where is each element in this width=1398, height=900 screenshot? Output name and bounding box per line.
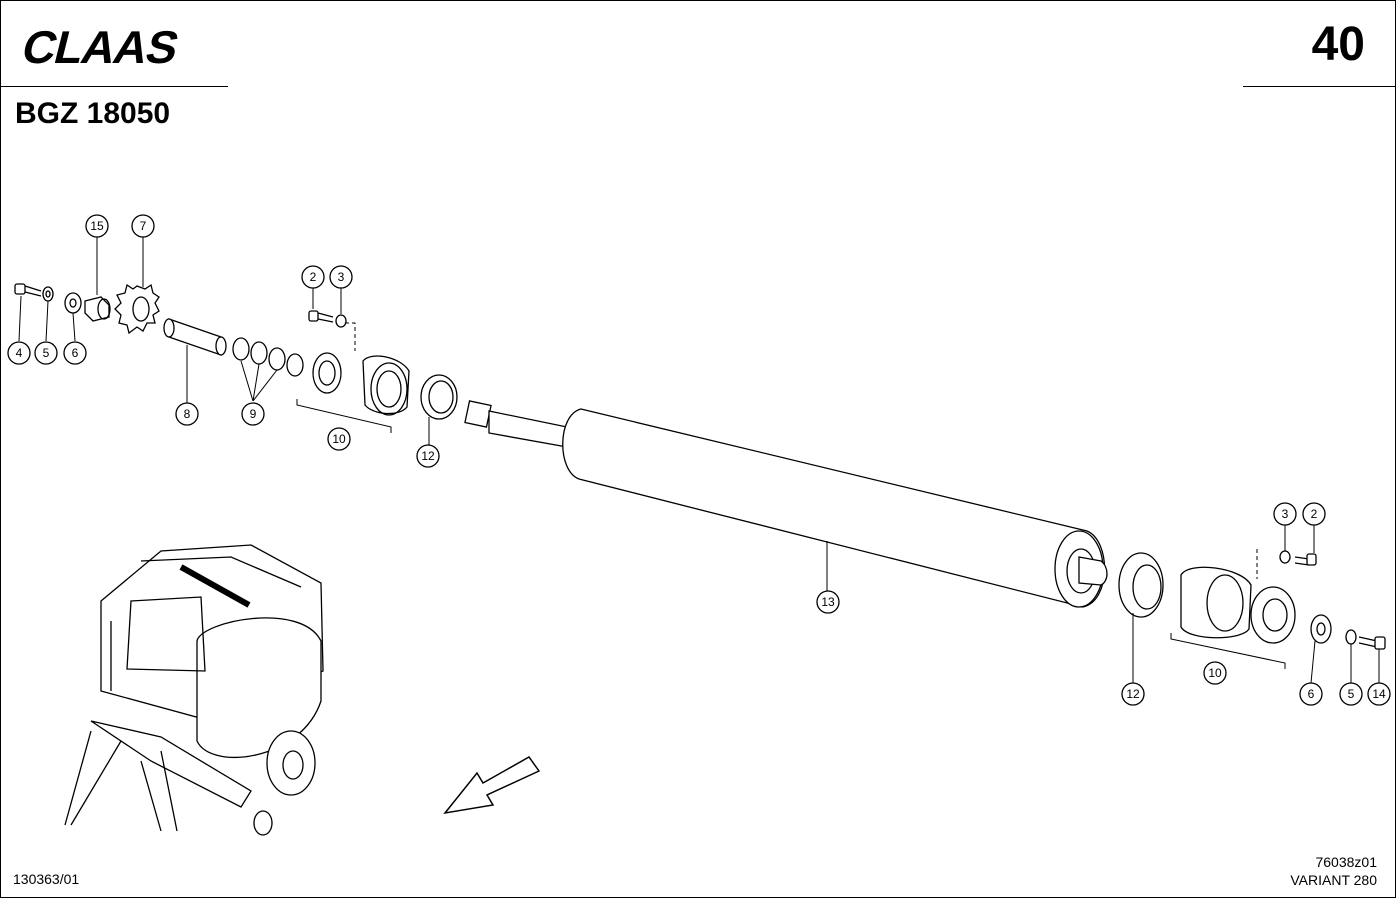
baler-overview-illustration bbox=[64, 544, 324, 836]
svg-text:7: 7 bbox=[140, 219, 147, 233]
callout-13: 13 bbox=[816, 590, 840, 614]
callout-15: 15 bbox=[85, 214, 109, 238]
callout-7: 7 bbox=[131, 214, 155, 238]
rings-part-9 bbox=[232, 337, 304, 402]
svg-text:6: 6 bbox=[72, 346, 79, 360]
svg-text:8: 8 bbox=[184, 407, 191, 421]
callout-10-right: 10 bbox=[1203, 661, 1227, 685]
callout-6: 6 bbox=[63, 341, 87, 365]
svg-text:12: 12 bbox=[1126, 687, 1140, 701]
drawing-reference: 76038z01 bbox=[1315, 854, 1377, 870]
svg-text:12: 12 bbox=[421, 449, 435, 463]
page-number: 40 bbox=[1311, 18, 1365, 71]
svg-text:10: 10 bbox=[332, 432, 346, 446]
sleeve-part-8 bbox=[163, 318, 227, 403]
callout-14: 14 bbox=[1367, 682, 1391, 706]
bolt-part-2-right bbox=[1294, 525, 1317, 566]
svg-text:3: 3 bbox=[338, 270, 345, 284]
svg-text:2: 2 bbox=[310, 270, 317, 284]
svg-text:5: 5 bbox=[43, 346, 50, 360]
document-code: BGZ 18050 bbox=[15, 97, 171, 130]
svg-text:13: 13 bbox=[821, 595, 835, 609]
footer-left-code: 130363/01 bbox=[13, 871, 80, 887]
model-name: VARIANT 280 bbox=[1290, 872, 1377, 888]
bolt-part-2-top bbox=[308, 288, 334, 323]
spacer-part-6-right bbox=[1310, 614, 1332, 684]
washer-part-5-right bbox=[1345, 629, 1357, 683]
callout-8: 8 bbox=[175, 402, 199, 426]
callout-12-left: 12 bbox=[416, 444, 440, 468]
seal-part-12-right bbox=[1118, 552, 1164, 683]
roller-part-13 bbox=[464, 400, 1108, 608]
washer-part-3-top bbox=[335, 288, 356, 351]
callout-9: 9 bbox=[241, 402, 265, 426]
svg-text:10: 10 bbox=[1208, 666, 1222, 680]
callout-6-right: 6 bbox=[1299, 682, 1323, 706]
callout-5: 5 bbox=[34, 341, 58, 365]
bushing-part-15 bbox=[84, 237, 111, 322]
svg-text:3: 3 bbox=[1282, 507, 1289, 521]
callout-3-right: 3 bbox=[1273, 502, 1297, 526]
svg-text:2: 2 bbox=[1311, 507, 1318, 521]
svg-text:6: 6 bbox=[1308, 687, 1315, 701]
footer-right-block: 76038z01 VARIANT 280 bbox=[1290, 853, 1377, 889]
svg-text:5: 5 bbox=[1348, 687, 1355, 701]
callout-4: 4 bbox=[7, 341, 31, 365]
claas-logo: CLAAS bbox=[19, 25, 183, 69]
bolt-part-4 bbox=[14, 283, 42, 342]
seal-part-12-left bbox=[420, 374, 458, 445]
svg-text:9: 9 bbox=[250, 407, 257, 421]
callout-2-right: 2 bbox=[1302, 502, 1326, 526]
direction-arrow bbox=[443, 756, 541, 815]
svg-text:4: 4 bbox=[16, 346, 23, 360]
washer-part-5 bbox=[42, 286, 54, 342]
svg-text:CLAAS: CLAAS bbox=[19, 25, 183, 69]
bearing-part-10-right bbox=[1170, 549, 1296, 669]
callout-5-right: 5 bbox=[1339, 682, 1363, 706]
washer-part-3-right bbox=[1279, 525, 1291, 564]
header-rule-right bbox=[1243, 86, 1395, 87]
svg-text:15: 15 bbox=[90, 219, 104, 233]
callout-2-top: 2 bbox=[301, 265, 325, 289]
callout-12-right: 12 bbox=[1121, 682, 1145, 706]
sprocket-part-7 bbox=[114, 237, 160, 335]
spacer-part-6 bbox=[64, 292, 82, 342]
bolt-part-14 bbox=[1358, 636, 1386, 683]
svg-text:14: 14 bbox=[1372, 687, 1386, 701]
header-rule-left bbox=[1, 86, 228, 87]
bearing-part-10-left bbox=[296, 352, 410, 433]
callout-3-top: 3 bbox=[329, 265, 353, 289]
callout-10-left: 10 bbox=[327, 427, 351, 451]
